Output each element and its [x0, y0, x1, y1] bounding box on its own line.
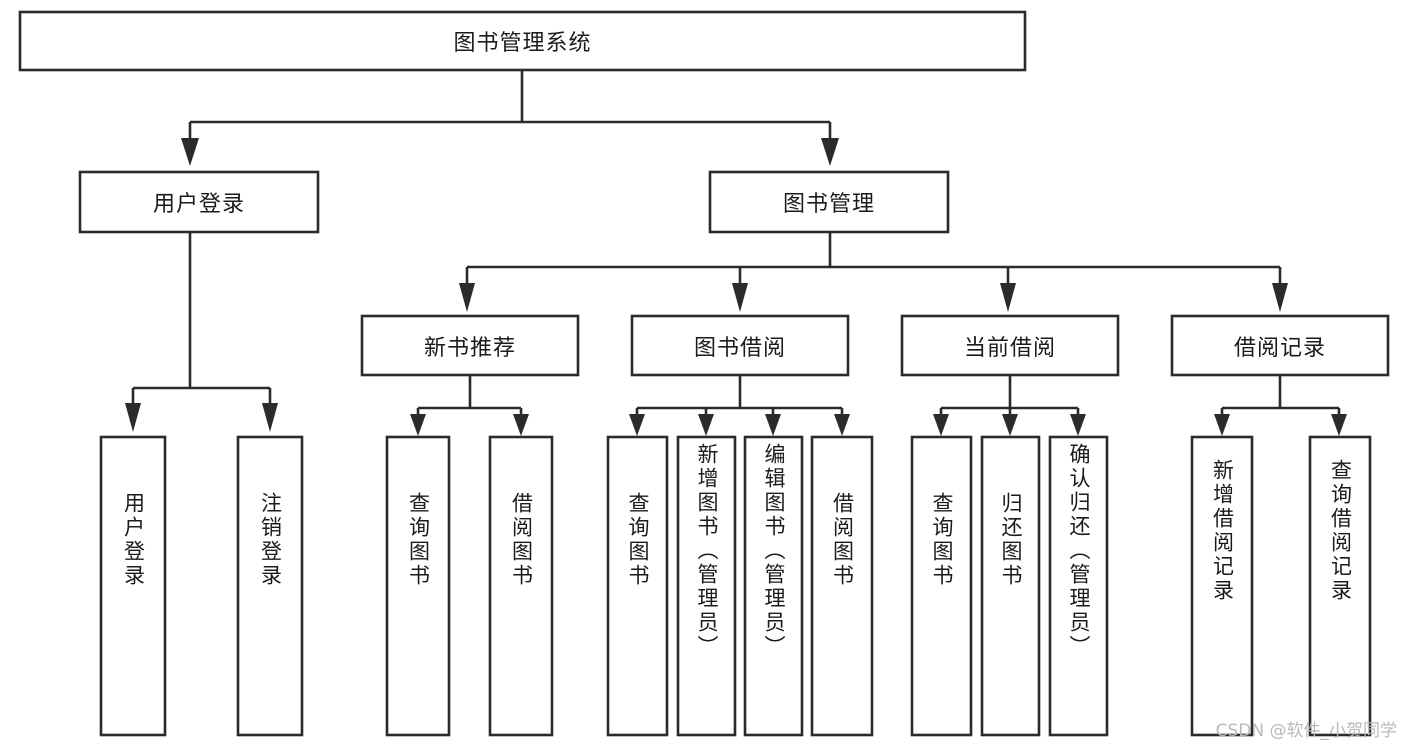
- arrow-to-leaf-confirm-return: [1070, 414, 1086, 436]
- node-box-leaf-add-record[interactable]: [1190, 435, 1254, 737]
- node-box-leaf-query-book-2[interactable]: [606, 435, 669, 737]
- arrow-to-current-borrow: [1000, 283, 1016, 312]
- node-box-new-book-recommend[interactable]: [360, 314, 580, 377]
- arrow-to-leaf-add-book: [698, 414, 714, 436]
- arrow-to-book-management: [821, 138, 839, 166]
- node-box-book-borrow[interactable]: [630, 314, 850, 377]
- arrow-to-leaf-query-book-1: [410, 414, 426, 436]
- node-box-book-management[interactable]: [708, 170, 950, 234]
- node-box-leaf-borrow-book-2[interactable]: [810, 435, 874, 737]
- arrow-to-leaf-query-record: [1331, 414, 1347, 436]
- arrow-to-user-login: [181, 138, 199, 166]
- node-box-current-borrow[interactable]: [900, 314, 1120, 377]
- arrow-to-new-book-recommend: [459, 283, 475, 312]
- connector-group-new-book-recommend: [410, 375, 529, 436]
- connector-group-current-borrow: [933, 375, 1086, 436]
- arrow-to-book-borrow: [732, 283, 748, 312]
- arrow-to-leaf-borrow-book-2: [834, 414, 850, 436]
- arrow-to-leaf-borrow-book-1: [513, 414, 529, 436]
- connector-group-book-borrow: [629, 375, 850, 436]
- node-box-leaf-query-book-3[interactable]: [910, 435, 973, 737]
- connector-group-borrow-record: [1214, 375, 1347, 436]
- node-box-leaf-user-login[interactable]: [99, 435, 167, 737]
- connector-group-root: [181, 70, 839, 166]
- node-box-leaf-return-book[interactable]: [980, 435, 1041, 737]
- node-box-user-login[interactable]: [78, 170, 320, 234]
- connector-group-user-login: [125, 232, 278, 432]
- arrow-to-leaf-return-book: [1002, 414, 1018, 436]
- arrow-to-leaf-add-record: [1214, 414, 1230, 436]
- arrow-to-leaf-query-book-2: [629, 414, 645, 436]
- arrow-to-leaf-user-login: [125, 403, 141, 432]
- arrow-to-leaf-query-book-3: [933, 414, 949, 436]
- node-box-leaf-query-record[interactable]: [1308, 435, 1372, 737]
- node-box-leaf-logout-login[interactable]: [236, 435, 304, 737]
- node-box-root[interactable]: [18, 10, 1027, 72]
- node-box-leaf-edit-book[interactable]: [743, 435, 804, 737]
- arrow-to-leaf-logout-login: [262, 403, 278, 432]
- node-box-leaf-query-book-1[interactable]: [385, 435, 451, 737]
- node-box-borrow-record[interactable]: [1170, 314, 1390, 377]
- node-box-leaf-borrow-book-1[interactable]: [488, 435, 554, 737]
- arrow-to-borrow-record: [1272, 283, 1288, 312]
- node-box-leaf-confirm-return[interactable]: [1048, 435, 1109, 737]
- connector-group-book-management: [459, 232, 1288, 312]
- node-box-leaf-add-book[interactable]: [676, 435, 737, 737]
- arrow-to-leaf-edit-book: [765, 414, 781, 436]
